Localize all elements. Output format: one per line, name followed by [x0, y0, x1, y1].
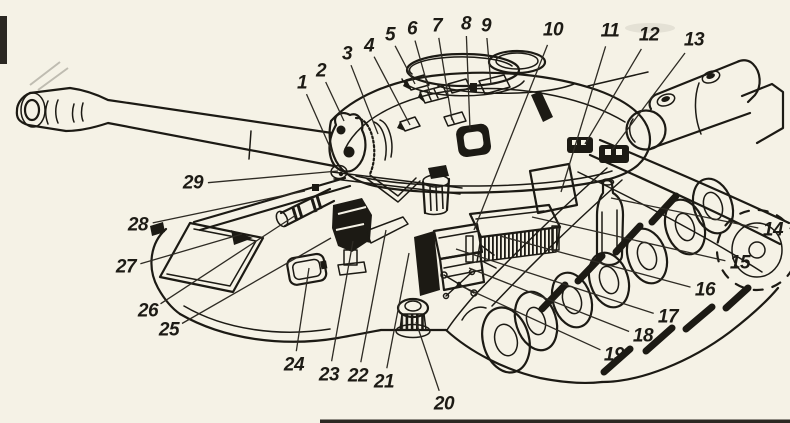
callout-5: 5 — [384, 24, 396, 46]
callout-10: 10 — [542, 19, 564, 41]
callout-4: 4 — [363, 35, 375, 57]
periscope-7 — [443, 111, 467, 127]
leader-line-10 — [473, 44, 549, 231]
hull-front — [150, 171, 604, 385]
gun-barrel — [15, 86, 336, 168]
leader-line-1 — [305, 93, 334, 155]
leader-line-15 — [531, 216, 726, 262]
periscope-5 — [403, 74, 430, 91]
leader-line-8 — [465, 35, 471, 130]
equipment-items — [275, 137, 629, 339]
leader-line-4 — [373, 56, 411, 126]
leader-line-27 — [140, 233, 243, 265]
leader-lines — [140, 35, 759, 392]
callout-29: 29 — [182, 172, 204, 194]
periscope-9 — [470, 74, 511, 95]
leader-line-28 — [152, 190, 306, 224]
telescope-tube — [275, 184, 336, 228]
periscope-4 — [397, 116, 421, 132]
tow-hook — [150, 222, 165, 236]
callout-18: 18 — [632, 325, 654, 347]
callout-9: 9 — [480, 15, 492, 37]
callout-27: 27 — [115, 256, 137, 278]
callout-20: 20 — [433, 393, 455, 415]
callout-2: 2 — [315, 60, 327, 82]
leader-line-2 — [325, 81, 345, 122]
scan-artifacts — [0, 16, 790, 423]
cap-knob — [395, 297, 431, 339]
callout-16: 16 — [694, 279, 716, 301]
callout-7: 7 — [431, 15, 443, 37]
callout-24: 24 — [283, 354, 305, 376]
leader-line-22 — [360, 229, 387, 363]
leader-line-5 — [394, 45, 416, 85]
sprocket-wheel — [715, 208, 790, 292]
leader-line-7 — [438, 37, 453, 121]
leader-line-13 — [611, 52, 686, 151]
callout-14: 14 — [762, 219, 784, 241]
callout-15: 15 — [729, 252, 751, 274]
filler-cap — [656, 93, 676, 107]
leader-line-23 — [330, 240, 354, 362]
callout-22: 22 — [347, 365, 369, 387]
hull-rear — [577, 59, 790, 292]
callout-12: 12 — [638, 24, 660, 46]
leader-line-12 — [584, 48, 642, 145]
leader-line-21 — [386, 252, 410, 369]
fuel-tank — [625, 59, 761, 151]
prism-device — [414, 222, 497, 296]
callout-6: 6 — [406, 18, 418, 40]
leader-line-6 — [414, 40, 431, 95]
leader-line-19 — [460, 285, 601, 351]
callout-28: 28 — [127, 214, 149, 236]
leader-line-20 — [415, 321, 440, 392]
deck-bracket — [599, 145, 629, 163]
deck-bracket — [567, 137, 593, 153]
callout-17: 17 — [657, 306, 679, 328]
leader-line-25 — [181, 237, 332, 325]
callout-23: 23 — [318, 364, 340, 386]
callout-8: 8 — [460, 13, 472, 35]
leader-line-3 — [350, 64, 379, 135]
leader-line-14 — [610, 197, 759, 229]
bottle-device — [595, 178, 625, 267]
filler-cap — [701, 70, 721, 84]
callout-13: 13 — [683, 29, 705, 51]
pen-shaped-part — [357, 216, 409, 244]
leader-line-9 — [486, 37, 492, 86]
antenna-bracket — [531, 91, 553, 122]
driver-periscope — [231, 230, 253, 245]
callout-11: 11 — [600, 20, 620, 42]
leader-line-24 — [295, 267, 310, 352]
finned-box — [465, 203, 562, 263]
leader-line-18 — [468, 267, 630, 333]
stowage-box — [528, 162, 579, 215]
callout-21: 21 — [373, 371, 395, 393]
leader-line-29 — [207, 170, 339, 184]
callout-26: 26 — [137, 300, 159, 322]
gun-mantlet — [328, 111, 393, 180]
leader-line-11 — [560, 46, 607, 193]
callout-3: 3 — [341, 43, 353, 65]
rear-bracket — [740, 82, 785, 145]
leader-line-16 — [499, 235, 691, 288]
splash-guard — [365, 174, 421, 203]
callout-25: 25 — [158, 319, 180, 341]
leader-line-26 — [160, 214, 297, 305]
track-bottom — [600, 286, 780, 384]
callout-19: 19 — [603, 344, 625, 366]
case-box — [286, 252, 328, 286]
track-shadows — [538, 192, 752, 376]
cylinder-device — [421, 165, 451, 216]
callout-1: 1 — [296, 72, 308, 94]
sight-box-8 — [456, 123, 492, 158]
leader-line-17 — [455, 248, 654, 315]
